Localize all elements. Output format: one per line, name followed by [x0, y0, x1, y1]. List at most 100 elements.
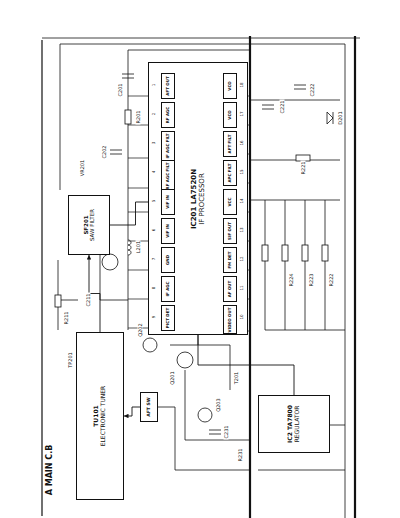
resistor-symbol: [55, 295, 61, 307]
top-bus: [42, 38, 360, 39]
capacitor-symbol: [262, 105, 274, 109]
component-box: SF201SAW FILTER: [68, 195, 110, 255]
pin-box: IF AGC: [161, 276, 175, 302]
pin-number: 12: [240, 255, 244, 262]
part-name: IC201 LA7520N: [190, 168, 198, 228]
part-reference: R222: [329, 272, 334, 287]
pin-number: 8: [152, 286, 156, 291]
board-title: A MAIN C.B: [46, 444, 54, 497]
part-name: AF OUT: [228, 281, 233, 298]
part-name: VCO: [228, 110, 233, 119]
pin-box: SIF OUT: [223, 218, 237, 244]
pin-box: IF AGC FILT: [161, 131, 175, 161]
text-group: IF AGC: [166, 282, 171, 297]
text-group: VCO: [228, 110, 233, 119]
component-box: IC2 TA7800REGULATOR: [258, 395, 330, 453]
pin-number: 10: [240, 313, 244, 320]
pin-number: 16: [240, 139, 244, 146]
text-group: VIDEO OUT: [228, 307, 233, 332]
part-function: SAW FILTER: [89, 209, 95, 241]
part-name: GND: [166, 255, 171, 265]
capacitor-symbol: [122, 74, 134, 78]
pin-box: RF AGC FILT: [161, 160, 175, 191]
signal-connector: [198, 335, 294, 395]
ground-rail: [354, 36, 356, 518]
pin-number: 18: [240, 81, 244, 88]
transistor-symbol: [198, 408, 212, 422]
part-function: ELECTRONIC TUNER: [100, 386, 107, 447]
part-reference: R211: [64, 310, 69, 325]
pin-number: 11: [240, 284, 244, 291]
text-group: SIF OUT: [228, 222, 233, 240]
text-group: AFT FILT: [228, 135, 233, 154]
signal-connector: [89, 255, 100, 332]
pin-number: 14: [240, 197, 244, 204]
wire: [158, 407, 250, 470]
part-name: PICT DET: [166, 308, 171, 328]
text-group: TU101ELECTRONIC TUNER: [93, 386, 107, 447]
part-reference: T201: [234, 371, 239, 386]
text-group: SF201SAW FILTER: [83, 209, 96, 241]
part-reference: R231: [238, 447, 243, 462]
part-name: VIDEO OUT: [228, 307, 233, 332]
part-reference: Q203: [216, 397, 221, 412]
pin-number: 9: [152, 315, 156, 320]
part-reference: C231: [224, 424, 229, 439]
pin-number: 1: [152, 83, 156, 88]
part-reference: Q201: [170, 370, 175, 385]
transistor-symbol: [143, 338, 157, 352]
part-name: IC2 TA7800: [287, 405, 294, 443]
text-group: AFT SW: [146, 397, 151, 416]
text-group: IF AGC FILT: [166, 133, 171, 158]
transistor-symbol: [177, 352, 193, 368]
pin-box: VIF IN: [161, 218, 175, 244]
resistor-symbol: [322, 245, 328, 261]
component-box: IC201 LA7520NIF PROCESSOR AFT OUT RF AGC IF…: [148, 62, 248, 335]
text-group: AFT OUT: [166, 76, 171, 95]
part-reference: C222: [310, 82, 315, 97]
part-reference: C201: [118, 82, 123, 97]
pin-box: RF AGC: [161, 102, 175, 128]
part-name: RF AGC FILT: [166, 162, 171, 189]
part-reference: D201: [338, 110, 343, 125]
wire: [100, 255, 128, 300]
text-group: IC201 LA7520NIF PROCESSOR: [190, 168, 206, 228]
part-reference: R201: [136, 109, 141, 124]
pin-box: VIF IN: [161, 189, 175, 215]
component-box: AFT SW: [140, 392, 158, 422]
pin-box: APC FILT: [223, 160, 237, 186]
part-reference: VR201: [80, 159, 85, 177]
pin-box: VCO: [223, 102, 237, 128]
resistor-symbol: [302, 245, 308, 261]
pin-box: AF OUT: [223, 276, 237, 302]
wire: [185, 370, 250, 440]
text-group: GND: [166, 255, 171, 265]
part-reference: Q202: [138, 322, 143, 337]
text-group: AF OUT: [228, 281, 233, 298]
coil-symbol: [128, 240, 131, 255]
pin-box: VIDEO OUT: [223, 305, 237, 334]
board-frame: [41, 40, 42, 516]
part-reference: C211: [86, 292, 91, 307]
part-name: AFT FILT: [228, 135, 233, 154]
part-reference: L201: [136, 240, 141, 254]
text-group: PICT DET: [166, 308, 171, 328]
pin-number: 13: [240, 226, 244, 233]
pin-number: 4: [152, 170, 156, 175]
pin-number: 6: [152, 228, 156, 233]
pin-box: GND: [161, 247, 175, 273]
part-name: APC FILT: [228, 163, 233, 182]
part-reference: C202: [102, 144, 107, 159]
rail: [345, 44, 346, 518]
text-group: IC2 TA7800REGULATOR: [287, 405, 301, 443]
part-function: IF PROCESSOR: [198, 168, 206, 228]
capacitor-symbol: [110, 150, 122, 154]
part-reference: R224: [289, 272, 294, 287]
part-name: IF AGC: [166, 282, 171, 297]
part-name: TU101: [93, 386, 100, 447]
transistor-symbol: [102, 254, 118, 270]
part-reference: TP201: [68, 351, 73, 369]
wire: [170, 335, 230, 390]
part-name: VIF IN: [166, 224, 171, 238]
pin-number: 15: [240, 168, 244, 175]
